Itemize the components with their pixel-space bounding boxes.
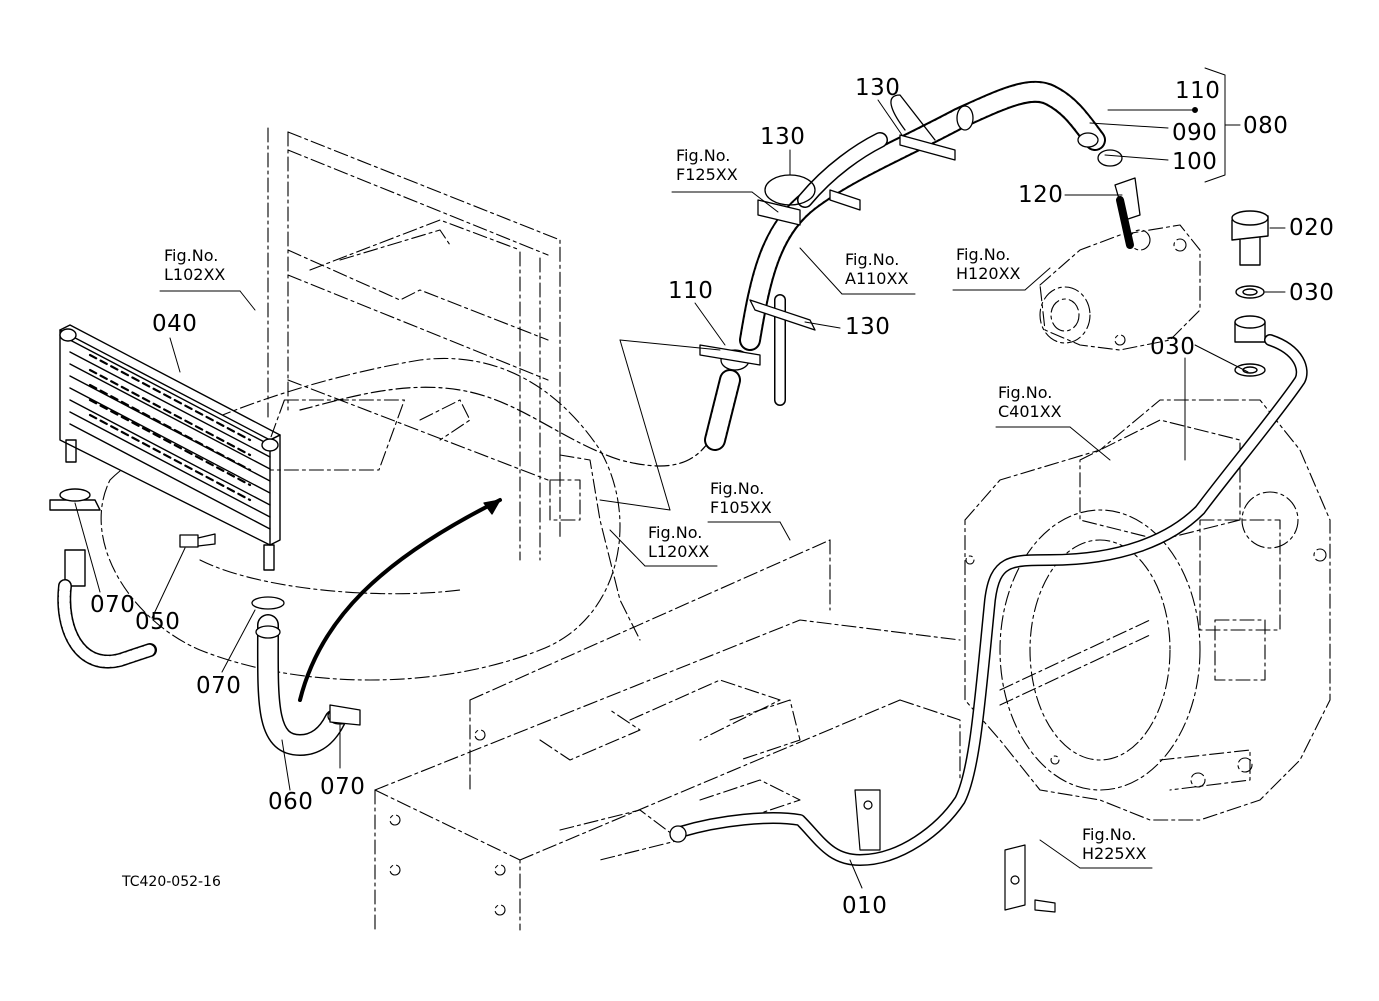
- banjo-bolt: [1232, 211, 1268, 376]
- part-label-100: 100: [1172, 149, 1218, 175]
- seat-frame: [268, 128, 560, 560]
- part-label-130-mid: 130: [760, 124, 806, 150]
- part-label-120: 120: [1018, 182, 1064, 208]
- part-label-070-lower: 070: [320, 774, 366, 800]
- part-label-130-top: 130: [855, 75, 901, 101]
- oil-cooler: [60, 325, 280, 570]
- transmission-housing: [965, 400, 1330, 820]
- cooler-outlet-hose: [252, 597, 360, 745]
- part-label-130-right: 130: [845, 314, 891, 340]
- part-label-050: 050: [135, 609, 181, 635]
- bolt-050: [180, 534, 215, 547]
- fig-ref-l120: Fig.No.L120XX: [648, 523, 710, 561]
- part-label-010: 010: [842, 893, 888, 919]
- hydraulic-pipe: [670, 340, 1302, 860]
- drawing-code: TC420-052-16: [122, 874, 221, 890]
- part-label-040: 040: [152, 311, 198, 337]
- part-label-090: 090: [1172, 120, 1218, 146]
- fig-ref-a110: Fig.No.A110XX: [845, 250, 909, 288]
- part-label-080: 080: [1243, 113, 1289, 139]
- fig-ref-c401: Fig.No.C401XX: [998, 383, 1062, 421]
- part-label-030-left: 030: [1150, 334, 1196, 360]
- elbow-fitting: [1078, 133, 1140, 245]
- fig-ref-h120: Fig.No.H120XX: [956, 245, 1021, 283]
- routing-line: [300, 387, 710, 466]
- seat-base-plate: [101, 358, 640, 680]
- fig-ref-f125: Fig.No.F125XX: [676, 146, 738, 184]
- part-label-070-mid: 070: [196, 673, 242, 699]
- fig-ref-f105: Fig.No.F105XX: [710, 479, 772, 517]
- fig-ref-leaders: [160, 192, 1152, 868]
- leader-lines: [75, 68, 1285, 888]
- tractor-frame: [375, 540, 960, 930]
- part-label-110-top: 110: [1175, 78, 1221, 104]
- hydraulic-pump: [1040, 225, 1200, 350]
- part-label-020: 020: [1289, 215, 1335, 241]
- part-label-060: 060: [268, 789, 314, 815]
- pipe-clamp-bracket: [855, 790, 1055, 912]
- hose-piece-110: [700, 345, 760, 440]
- cooler-inlet-hose: [50, 489, 150, 662]
- part-label-110-lower: 110: [668, 278, 714, 304]
- part-label-070-left: 070: [90, 592, 136, 618]
- fig-ref-l102: Fig.No.L102XX: [164, 246, 226, 284]
- routing-arrow-head: [484, 500, 500, 514]
- routing-arrow: [300, 500, 500, 700]
- part-label-030-right: 030: [1289, 280, 1335, 306]
- fig-ref-h225: Fig.No.H225XX: [1082, 825, 1147, 863]
